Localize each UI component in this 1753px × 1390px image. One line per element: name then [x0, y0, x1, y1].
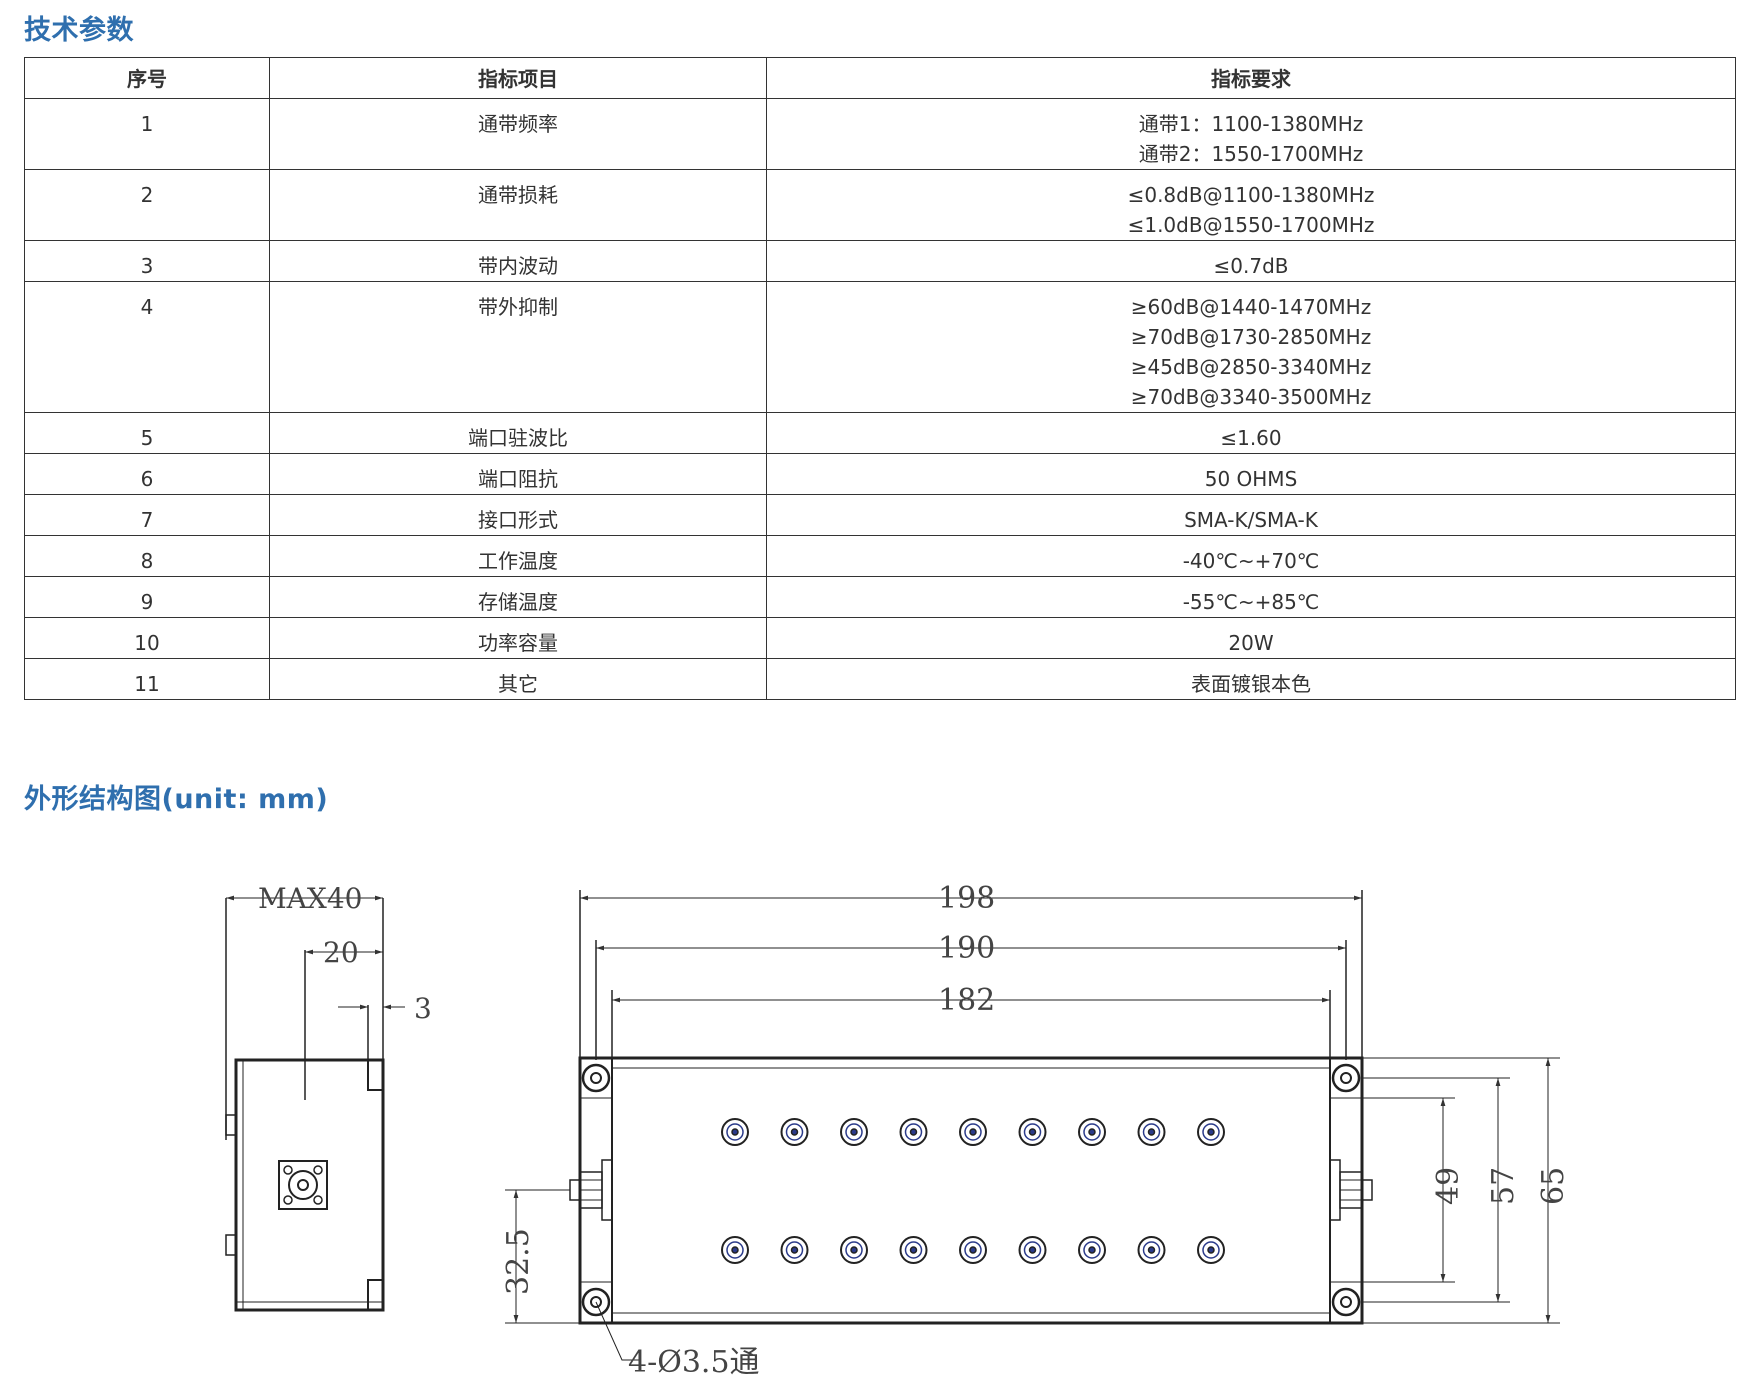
cell-no: 3: [24, 240, 270, 282]
requirement-line: ≤1.0dB@1550-1700MHz: [1127, 213, 1375, 237]
cell-requirement: ≤1.60: [766, 412, 1736, 454]
requirement-line: 50 OHMS: [1204, 467, 1298, 491]
requirement-line: ≤1.60: [1220, 426, 1282, 450]
cell-item: 带外抑制: [269, 281, 767, 413]
requirement-line: ≥70dB@3340-3500MHz: [1130, 385, 1372, 409]
tuning-screw-icon: [721, 1118, 1225, 1264]
cell-requirement: -55℃~+85℃: [766, 576, 1736, 618]
cell-requirement: 表面镀银本色: [766, 658, 1736, 700]
cell-item: 通带损耗: [269, 169, 767, 241]
dim-holes-note: 4-Ø3.5通: [628, 1345, 760, 1380]
front-view: [505, 890, 1560, 1361]
requirement-line: -40℃~+70℃: [1182, 549, 1320, 573]
right-connector-icon: [1329, 1159, 1373, 1221]
cell-requirement: 50 OHMS: [766, 453, 1736, 495]
requirement-line: ≥70dB@1730-2850MHz: [1130, 325, 1372, 349]
dim-center: 20: [323, 936, 359, 969]
dim-max-width: MAX40: [258, 882, 362, 915]
side-connector-icon: [278, 1160, 328, 1210]
side-view: [225, 895, 405, 1312]
header-item: 指标项目: [269, 57, 767, 99]
requirement-line: ≤0.8dB@1100-1380MHz: [1127, 183, 1375, 207]
cell-requirement: ≤0.7dB: [766, 240, 1736, 282]
cell-no: 6: [24, 453, 270, 495]
cell-item: 端口驻波比: [269, 412, 767, 454]
cell-item: 通带频率: [269, 98, 767, 170]
cell-requirement: -40℃~+70℃: [766, 535, 1736, 577]
requirement-line: ≥45dB@2850-3340MHz: [1130, 355, 1372, 379]
requirement-line: ≥60dB@1440-1470MHz: [1130, 295, 1372, 319]
cell-item: 其它: [269, 658, 767, 700]
dim-height-65: 65: [1536, 1167, 1571, 1205]
cell-no: 9: [24, 576, 270, 618]
header-no: 序号: [24, 57, 270, 99]
dim-mid-length: 190: [938, 931, 995, 966]
dim-inner-length: 182: [938, 983, 995, 1018]
cell-item: 接口形式: [269, 494, 767, 536]
dim-height-57: 57: [1486, 1167, 1521, 1205]
requirement-line: 通带1：1100-1380MHz: [1138, 112, 1364, 136]
section-title-specs: 技术参数: [24, 15, 134, 46]
left-connector-icon: [569, 1159, 613, 1221]
cell-no: 10: [24, 617, 270, 659]
cell-item: 功率容量: [269, 617, 767, 659]
requirement-line: ≤0.7dB: [1213, 254, 1289, 278]
requirement-line: -55℃~+85℃: [1182, 590, 1320, 614]
cell-no: 1: [24, 98, 270, 170]
cell-requirement: SMA-K/SMA-K: [766, 494, 1736, 536]
cell-item: 存储温度: [269, 576, 767, 618]
dim-height-49: 49: [1431, 1167, 1466, 1205]
cell-item: 端口阻抗: [269, 453, 767, 495]
cell-requirement: 通带1：1100-1380MHz 通带2：1550-1700MHz: [766, 98, 1736, 170]
section-title-outline: 外形结构图(unit: mm): [24, 784, 329, 815]
cell-requirement: ≤0.8dB@1100-1380MHz ≤1.0dB@1550-1700MHz: [766, 169, 1736, 241]
cell-requirement: ≥60dB@1440-1470MHz ≥70dB@1730-2850MHz ≥45d…: [766, 281, 1736, 413]
cell-no: 5: [24, 412, 270, 454]
header-requirement: 指标要求: [766, 57, 1736, 99]
outline-drawing: MAX40 20 3 198 190 182 49 57 65 32.5 4-Ø…: [225, 881, 1571, 1380]
cell-no: 2: [24, 169, 270, 241]
dim-overall-length: 198: [938, 881, 995, 916]
requirement-line: SMA-K/SMA-K: [1184, 508, 1318, 532]
cell-no: 11: [24, 658, 270, 700]
mounting-hole-icon: [581, 1063, 1361, 1317]
cell-no: 7: [24, 494, 270, 536]
cell-no: 4: [24, 281, 270, 413]
cell-requirement: 20W: [766, 617, 1736, 659]
cell-item: 工作温度: [269, 535, 767, 577]
table-header-row: 序号 指标项目 指标要求: [24, 57, 1736, 99]
dim-connector-offset: 32.5: [501, 1228, 536, 1295]
requirement-line: 表面镀银本色: [1191, 672, 1311, 696]
requirement-line: 20W: [1228, 631, 1274, 655]
cell-no: 8: [24, 535, 270, 577]
dim-lip: 3: [414, 992, 432, 1025]
cell-item: 带内波动: [269, 240, 767, 282]
requirement-line: 通带2：1550-1700MHz: [1138, 142, 1364, 166]
